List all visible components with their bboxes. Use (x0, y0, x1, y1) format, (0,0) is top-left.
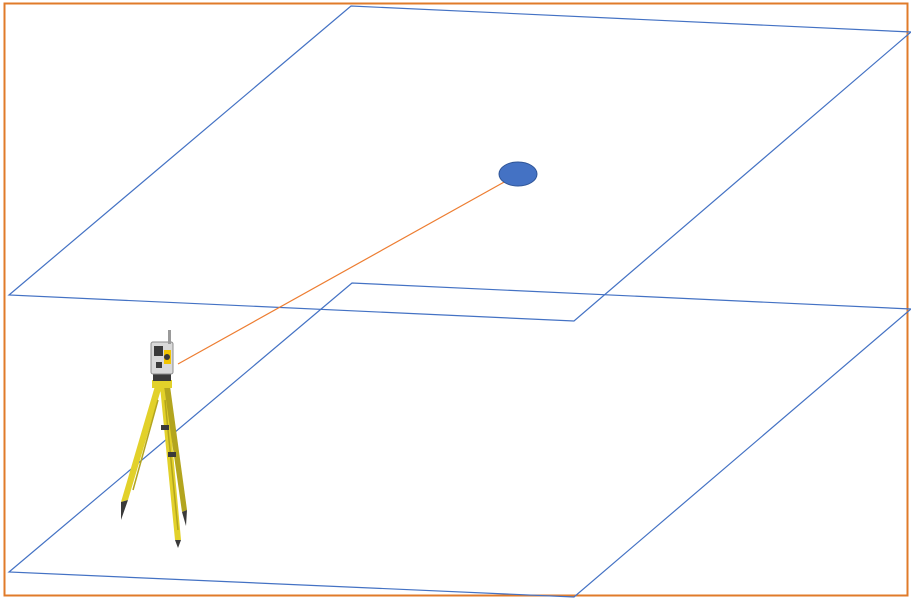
diagram-frame (3, 2, 909, 597)
tripod-icon (121, 380, 187, 548)
lower-plane (7, 282, 911, 598)
total-station-body (150, 330, 174, 381)
sight-line (177, 180, 507, 365)
target-point (498, 161, 538, 187)
total-station-icon (121, 330, 187, 548)
upper-plane (7, 5, 911, 322)
